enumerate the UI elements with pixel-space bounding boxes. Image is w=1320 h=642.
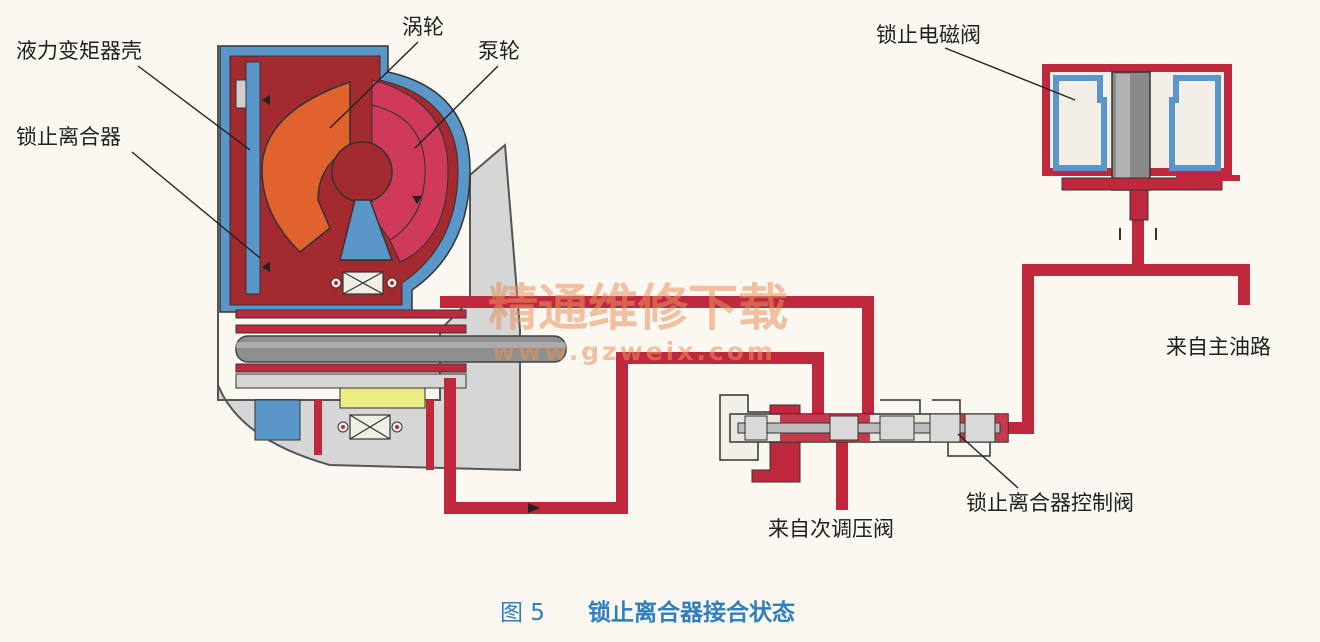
lower-pump-section — [254, 399, 301, 441]
stator — [339, 199, 394, 261]
stator-hub — [331, 141, 393, 203]
pump-wheel-body — [371, 104, 426, 241]
oil-line-apply — [440, 296, 874, 422]
watermark: 精通维修下载 www.gzweix.com — [488, 279, 788, 366]
labels: 液力变矩器壳 锁止离合器 涡轮 泵轮 锁止电磁阀 来自主油路 来自次调压阀 锁止… — [16, 15, 1271, 541]
label-from-main-line: 来自主油路 — [1166, 335, 1271, 359]
label-turbine: 涡轮 — [402, 15, 444, 39]
oil-line-return — [444, 352, 824, 514]
lockup-solenoid — [1042, 64, 1240, 240]
caption-title: 锁止离合器接合状态 — [588, 599, 795, 626]
torque-converter — [217, 45, 567, 472]
label-converter-housing: 液力变矩器壳 — [16, 39, 142, 63]
yellow-gear — [339, 387, 426, 409]
caption-figure-number: 图 5 — [500, 600, 545, 626]
label-from-secondary-regulator: 来自次调压阀 — [768, 517, 894, 541]
label-lockup-clutch: 锁止离合器 — [16, 125, 121, 149]
valve-spool — [737, 422, 1001, 434]
watermark-url: www.gzweix.com — [492, 337, 776, 366]
clutch-facing — [235, 79, 247, 109]
label-lockup-solenoid: 锁止电磁阀 — [876, 23, 981, 47]
turbine-wheel — [261, 80, 351, 253]
figure-caption: 图 5 锁止离合器接合状态 — [500, 599, 795, 626]
solenoid-coil — [1053, 75, 1221, 171]
oil-lines — [440, 190, 1250, 514]
lockup-control-valve — [719, 394, 1009, 483]
label-lockup-control-valve: 锁止离合器控制阀 — [966, 491, 1134, 515]
watermark-cn: 精通维修下载 — [488, 279, 788, 337]
oil-line-main — [1004, 264, 1250, 434]
leader-lines — [131, 41, 1076, 489]
label-pump: 泵轮 — [478, 39, 520, 63]
lockup-clutch-plate — [245, 61, 261, 295]
